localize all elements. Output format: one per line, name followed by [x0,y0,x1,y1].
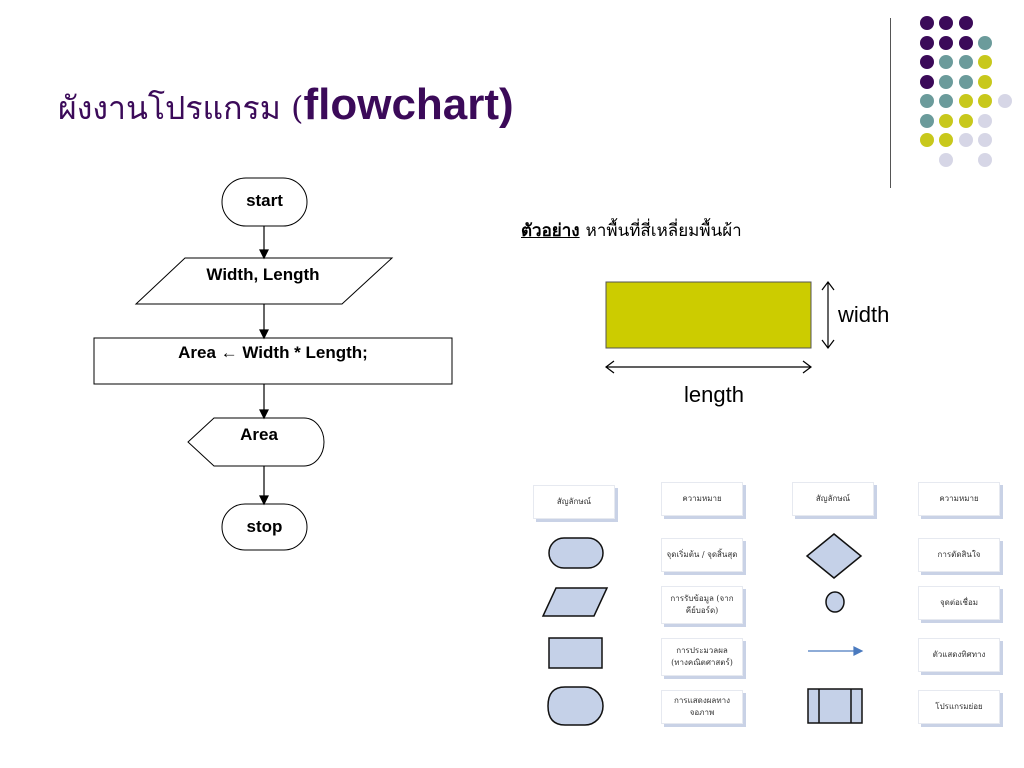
legend-meaning-display: การแสดงผลทางจอภาพ [661,690,743,724]
parallelogram-icon [541,587,609,617]
page-title: ผังงานโปรแกรม (flowchart) [58,80,514,134]
decorative-dot [939,152,953,167]
decorative-dot [919,16,934,30]
decorative-dot [958,74,973,89]
title-english: flowchart) [303,80,514,129]
decorative-dot [978,152,992,167]
process-label: Area ← Width * Length; [178,343,368,362]
decorative-dot [978,94,992,108]
rectangle-icon [548,637,603,669]
decorative-dot [919,55,934,69]
legend-meaning-connector: จุดต่อเชื่อม [918,586,1000,620]
decorative-dot [939,94,953,108]
output-label: Area [240,425,278,444]
decorative-dot [919,74,934,89]
decorative-dot [939,35,953,50]
example-key: ตัวอย่าง [521,221,580,241]
stop-label: stop [246,517,283,536]
display-icon [547,686,604,726]
legend-meaning-subprocess: โปรแกรมย่อย [918,690,1000,724]
example-caption: ตัวอย่างหาพื้นที่สี่เหลี่ยมพื้นผ้า [521,217,742,244]
subprocess-icon [807,688,863,724]
decorative-dot [978,74,992,89]
example-description: หาพื้นที่สี่เหลี่ยมพื้นผ้า [585,221,742,241]
terminator-icon [548,537,604,569]
diamond-icon [805,533,863,579]
start-label: start [246,191,283,210]
legend-meaning-arrow: ตัวแสดงทิศทาง [918,638,1000,672]
decorative-dot [958,94,973,108]
decorative-dot [958,35,973,50]
decorative-dot [958,133,973,147]
legend-header-meaning-2: ความหมาย [918,482,1000,516]
length-label: length [684,382,744,407]
legend-header-symbol-2: สัญลักษณ์ [792,482,874,516]
legend-meaning-process: การประมวลผล (ทางคณิตศาสตร์) [661,638,743,676]
legend-meaning-decision: การตัดสินใจ [918,538,1000,572]
decorative-dot [919,35,934,50]
decorative-dot [939,16,953,30]
decorative-dot [939,55,953,69]
decorative-dot [939,74,953,89]
width-label: width [838,302,890,327]
decorative-dot [958,16,973,30]
decorative-dot [939,113,953,128]
decorative-dot [919,113,934,128]
arrow-icon [808,646,864,656]
decorative-dot [978,133,992,147]
decorative-dot [978,55,992,69]
legend-meaning-input-text: การรับข้อมูล (จากคีย์บอร์ด) [670,594,734,615]
circle-icon [825,591,845,613]
decorative-dot [958,113,973,128]
decorative-dot [958,55,973,69]
example-rectangle [605,281,812,349]
legend-header-meaning-1: ความหมาย [661,482,743,516]
input-label: Width, Length [206,265,320,284]
decorative-dot [997,94,1012,108]
legend-meaning-process-text: การประมวลผล (ทางคณิตศาสตร์) [671,646,733,667]
decorative-dot [919,94,934,108]
decorative-dot [939,133,953,147]
decorative-divider [890,18,891,188]
legend-meaning-terminator: จุดเริ่มต้น / จุดสิ้นสุด [661,538,743,572]
legend-meaning-input: การรับข้อมูล (จากคีย์บอร์ด) [661,586,743,624]
decorative-dot [978,113,992,128]
decorative-dot [919,133,934,147]
legend-header-symbol-1: สัญลักษณ์ [533,485,615,519]
decorative-dot [978,35,992,50]
title-thai: ผังงานโปรแกรม ( [58,89,304,127]
